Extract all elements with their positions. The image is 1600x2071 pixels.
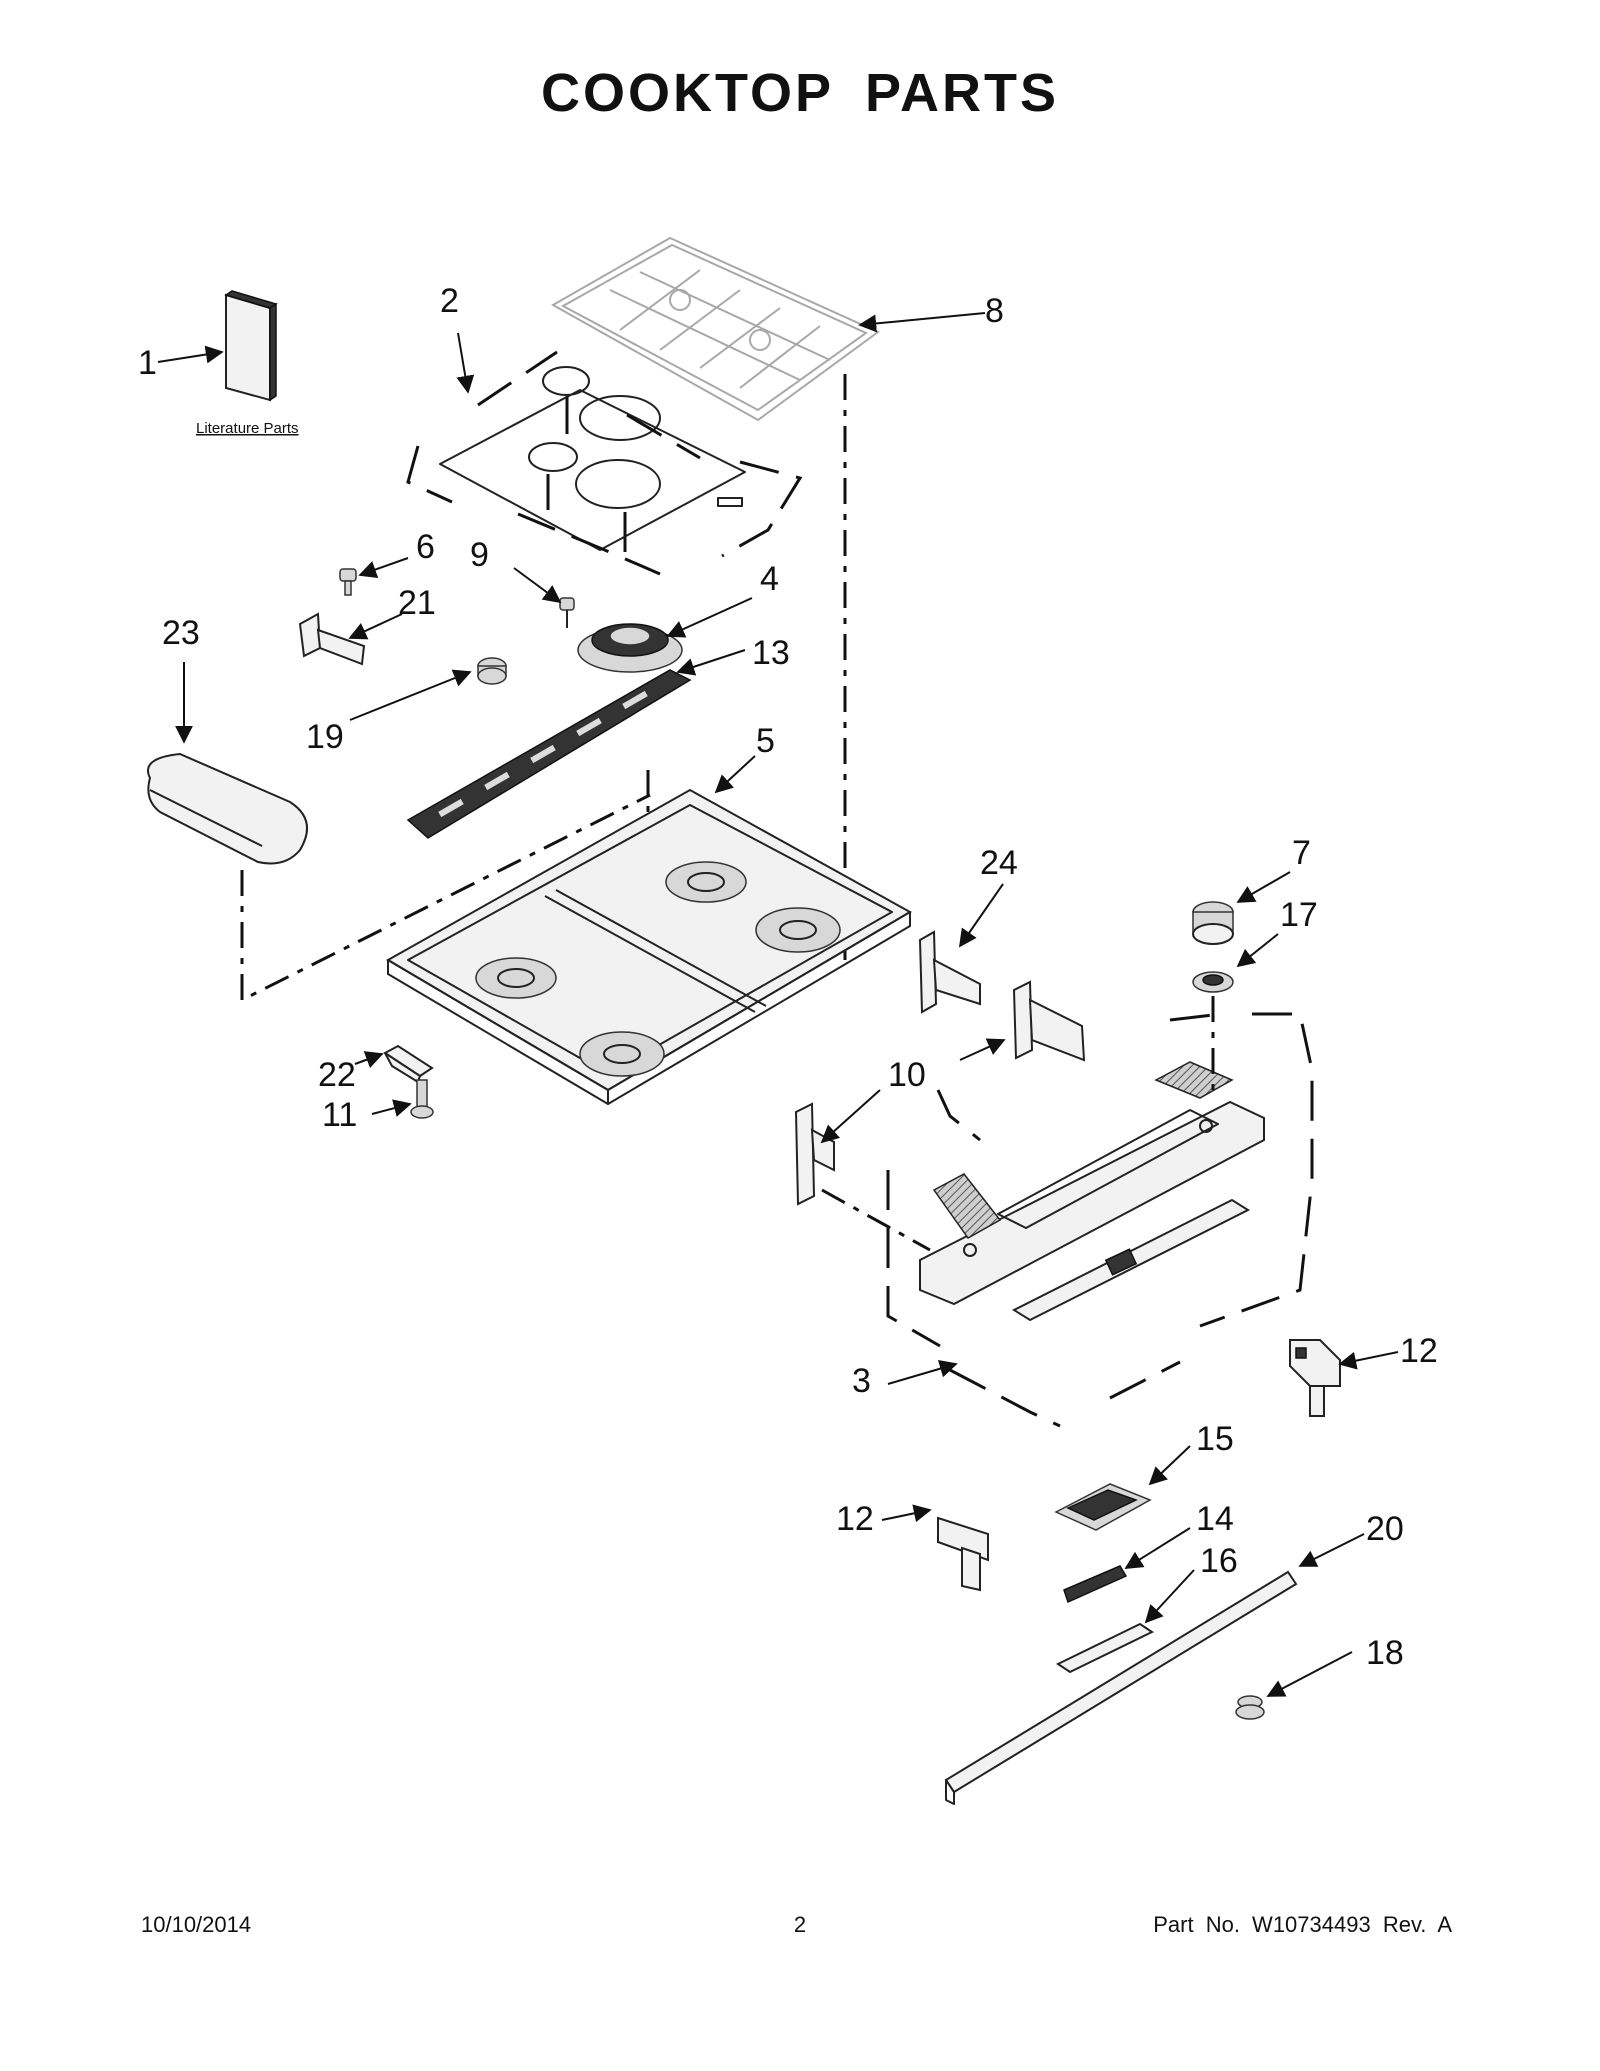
board-bracket-part xyxy=(1055,1622,1155,1674)
cooktop-base-part xyxy=(385,788,913,1105)
grate-part xyxy=(550,236,880,422)
burner-rail-part xyxy=(406,669,692,839)
callout-14: 14 xyxy=(1196,1500,1234,1538)
control-board-part xyxy=(1054,1483,1152,1531)
panel-outline-dash xyxy=(1109,1360,1181,1400)
panel-outline-dash xyxy=(886,1170,941,1348)
control-bracket-part xyxy=(918,930,981,1014)
knob-bezel-part xyxy=(1192,971,1234,993)
callout-6: 6 xyxy=(416,528,435,566)
knob-part xyxy=(1192,901,1234,945)
small-bracket-part xyxy=(383,1044,434,1084)
callout-2: 2 xyxy=(440,282,459,320)
callout-22: 22 xyxy=(318,1056,356,1094)
callout-12-left: 12 xyxy=(836,1500,874,1538)
small-screw-part xyxy=(559,597,575,628)
callout-16: 16 xyxy=(1200,1542,1238,1580)
glass-outline-dash xyxy=(477,350,558,407)
callout-1: 1 xyxy=(138,344,157,382)
alignment-line xyxy=(240,793,651,1003)
callout-21: 21 xyxy=(398,584,436,622)
leg-part xyxy=(410,1079,434,1119)
side-bracket-part xyxy=(794,1102,835,1206)
literature-parts-label: Literature Parts xyxy=(196,420,299,437)
callout-7: 7 xyxy=(1292,834,1311,872)
footer-date: 10/10/2014 xyxy=(141,1912,252,1937)
callout-labels: 1 2 3 4 5 6 7 8 9 10 11 12 12 13 14 15 1… xyxy=(138,282,1438,1672)
panel-outline-dash xyxy=(1199,1012,1314,1328)
side-bracket-part xyxy=(1012,980,1086,1062)
glass-outline-dash xyxy=(406,445,453,504)
grommet-part xyxy=(477,657,507,685)
footer-page-number: 2 xyxy=(793,1912,807,1937)
burner-base-part xyxy=(577,623,683,673)
grommet-small-part xyxy=(1235,1695,1265,1720)
footer-part-number: Part No. W10734493 Rev. A xyxy=(1153,1912,1452,1937)
panel-outline-dash xyxy=(936,1089,981,1142)
bracket-part xyxy=(298,612,366,666)
alignment-line xyxy=(821,1188,931,1252)
callout-11: 11 xyxy=(322,1096,357,1134)
callout-17: 17 xyxy=(1280,896,1318,934)
glass-outline-dash xyxy=(517,512,661,576)
switch-bracket-part xyxy=(1289,1339,1341,1417)
trim-strip-part xyxy=(944,1570,1298,1805)
callout-13: 13 xyxy=(752,634,790,672)
glass-outline-dash xyxy=(626,413,701,460)
callout-5: 5 xyxy=(756,722,775,760)
callout-8: 8 xyxy=(985,292,1004,330)
callout-10: 10 xyxy=(888,1056,926,1094)
callout-20: 20 xyxy=(1366,1510,1404,1548)
screw-part xyxy=(339,568,357,596)
callout-24: 24 xyxy=(980,844,1018,882)
panel-outline-dash xyxy=(1169,1012,1223,1022)
callout-12-right: 12 xyxy=(1400,1332,1438,1370)
leader-lines xyxy=(157,312,1399,1697)
glass-outline-dash xyxy=(721,460,803,558)
control-panel-part xyxy=(919,1061,1265,1322)
callout-15: 15 xyxy=(1196,1420,1234,1458)
callout-4: 4 xyxy=(760,560,779,598)
callout-18: 18 xyxy=(1366,1634,1404,1672)
page-title: COOKTOP PARTS xyxy=(540,63,1060,123)
cover-part xyxy=(147,752,309,865)
callout-23: 23 xyxy=(162,614,200,652)
cooktop-glass-part xyxy=(439,366,746,551)
literature-booklet-part xyxy=(224,290,278,402)
panel-outline-dash xyxy=(949,1368,1061,1428)
connector-part xyxy=(1063,1565,1128,1604)
bracket-part-left xyxy=(937,1516,989,1592)
callout-3: 3 xyxy=(852,1362,871,1400)
callout-9: 9 xyxy=(470,536,489,574)
callout-19: 19 xyxy=(306,718,344,756)
